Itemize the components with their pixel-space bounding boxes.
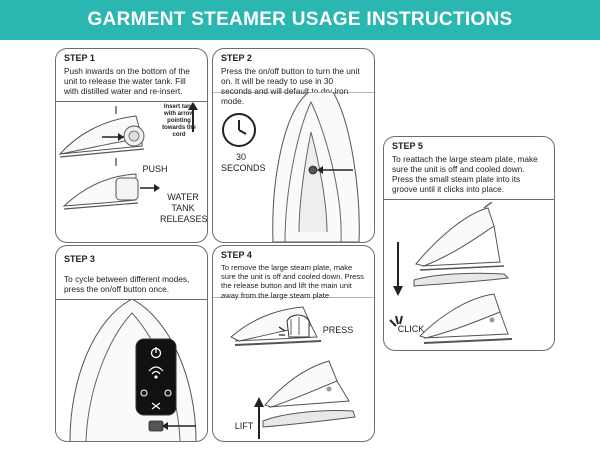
step-3-header: STEP 3 To cycle between different modes,… [56, 246, 207, 300]
step-4-illustration: PRESS LIFT [213, 297, 374, 441]
steamer-power-drawing [213, 92, 374, 242]
step-3-card: STEP 3 To cycle between different modes,… [55, 245, 208, 442]
step-4-header: STEP 4 To remove the large steam plate, … [213, 246, 374, 305]
click-label: CLICK [397, 324, 425, 334]
power-arrow-icon [317, 166, 323, 174]
step-2-title: STEP 2 [221, 53, 252, 63]
steamer-tank-release-drawing [58, 102, 198, 210]
power-button-icon [308, 165, 318, 175]
insert-tank-note: Insert tank with arrow pointing towards … [162, 104, 196, 138]
push-arrow-icon [118, 133, 124, 141]
down-arrow-icon [393, 286, 403, 296]
step-2-illustration: 30 SECONDS [213, 92, 374, 242]
water-tank-shape [115, 177, 139, 201]
click-mark-icon [389, 319, 397, 327]
steamer-mode-panel-drawing [69, 299, 197, 441]
lift-arrow-icon [254, 397, 264, 407]
mode-button [148, 420, 164, 432]
step-1-text: Push inwards on the bottom of the unit t… [64, 66, 190, 96]
step-3-illustration [56, 299, 207, 441]
step-5-title: STEP 5 [392, 141, 423, 151]
hand-icon [286, 314, 310, 338]
step-4-text: To remove the large steam plate, make su… [221, 263, 364, 300]
step-5-illustration: CLICK [384, 202, 554, 350]
lift-label: LIFT [234, 421, 254, 431]
step-1-title: STEP 1 [64, 53, 95, 63]
dry-mode-icon [164, 389, 172, 397]
step-2-card: STEP 2 Press the on/off button to turn t… [212, 48, 375, 243]
step-5-header: STEP 5 To reattach the large steam plate… [384, 137, 554, 200]
step-1-header: STEP 1 Push inwards on the bottom of the… [56, 49, 207, 102]
steamer-remove-plate-drawing [213, 297, 374, 439]
step-1-card: STEP 1 Push inwards on the bottom of the… [55, 48, 208, 243]
up-arrow-icon [188, 102, 198, 110]
step-4-title: STEP 4 [221, 250, 252, 260]
step-5-text: To reattach the large steam plate, make … [392, 154, 538, 194]
mode-arrow-icon [162, 422, 168, 430]
steamer-reattach-drawing [389, 202, 513, 344]
large-steam-plate [262, 410, 356, 428]
push-label: PUSH [142, 164, 168, 174]
step-5-card: STEP 5 To reattach the large steam plate… [383, 136, 555, 351]
press-label: PRESS [322, 325, 354, 335]
step-4-card: STEP 4 To remove the large steam plate, … [212, 245, 375, 442]
water-tank-releases-label: WATER TANK RELEASES [160, 192, 208, 224]
step-3-title: STEP 3 [64, 254, 95, 264]
small-steam-plate [413, 272, 510, 287]
title-banner: GARMENT STEAMER USAGE INSTRUCTIONS [0, 0, 600, 40]
step-1-illustration: Insert tank with arrow pointing towards … [56, 102, 207, 242]
step-2-text: Press the on/off button to turn the unit… [221, 66, 360, 106]
release-arrow-icon [154, 184, 160, 192]
step-2-header: STEP 2 Press the on/off button to turn t… [213, 49, 374, 111]
thirty-seconds-label: 30 SECONDS [221, 152, 266, 173]
steam-low-icon [140, 389, 148, 397]
step-3-text: To cycle between different modes, press … [64, 274, 190, 294]
page-title: GARMENT STEAMER USAGE INSTRUCTIONS [87, 9, 513, 30]
steam-high-icon [148, 366, 164, 372]
press-burst-icon [278, 326, 286, 332]
